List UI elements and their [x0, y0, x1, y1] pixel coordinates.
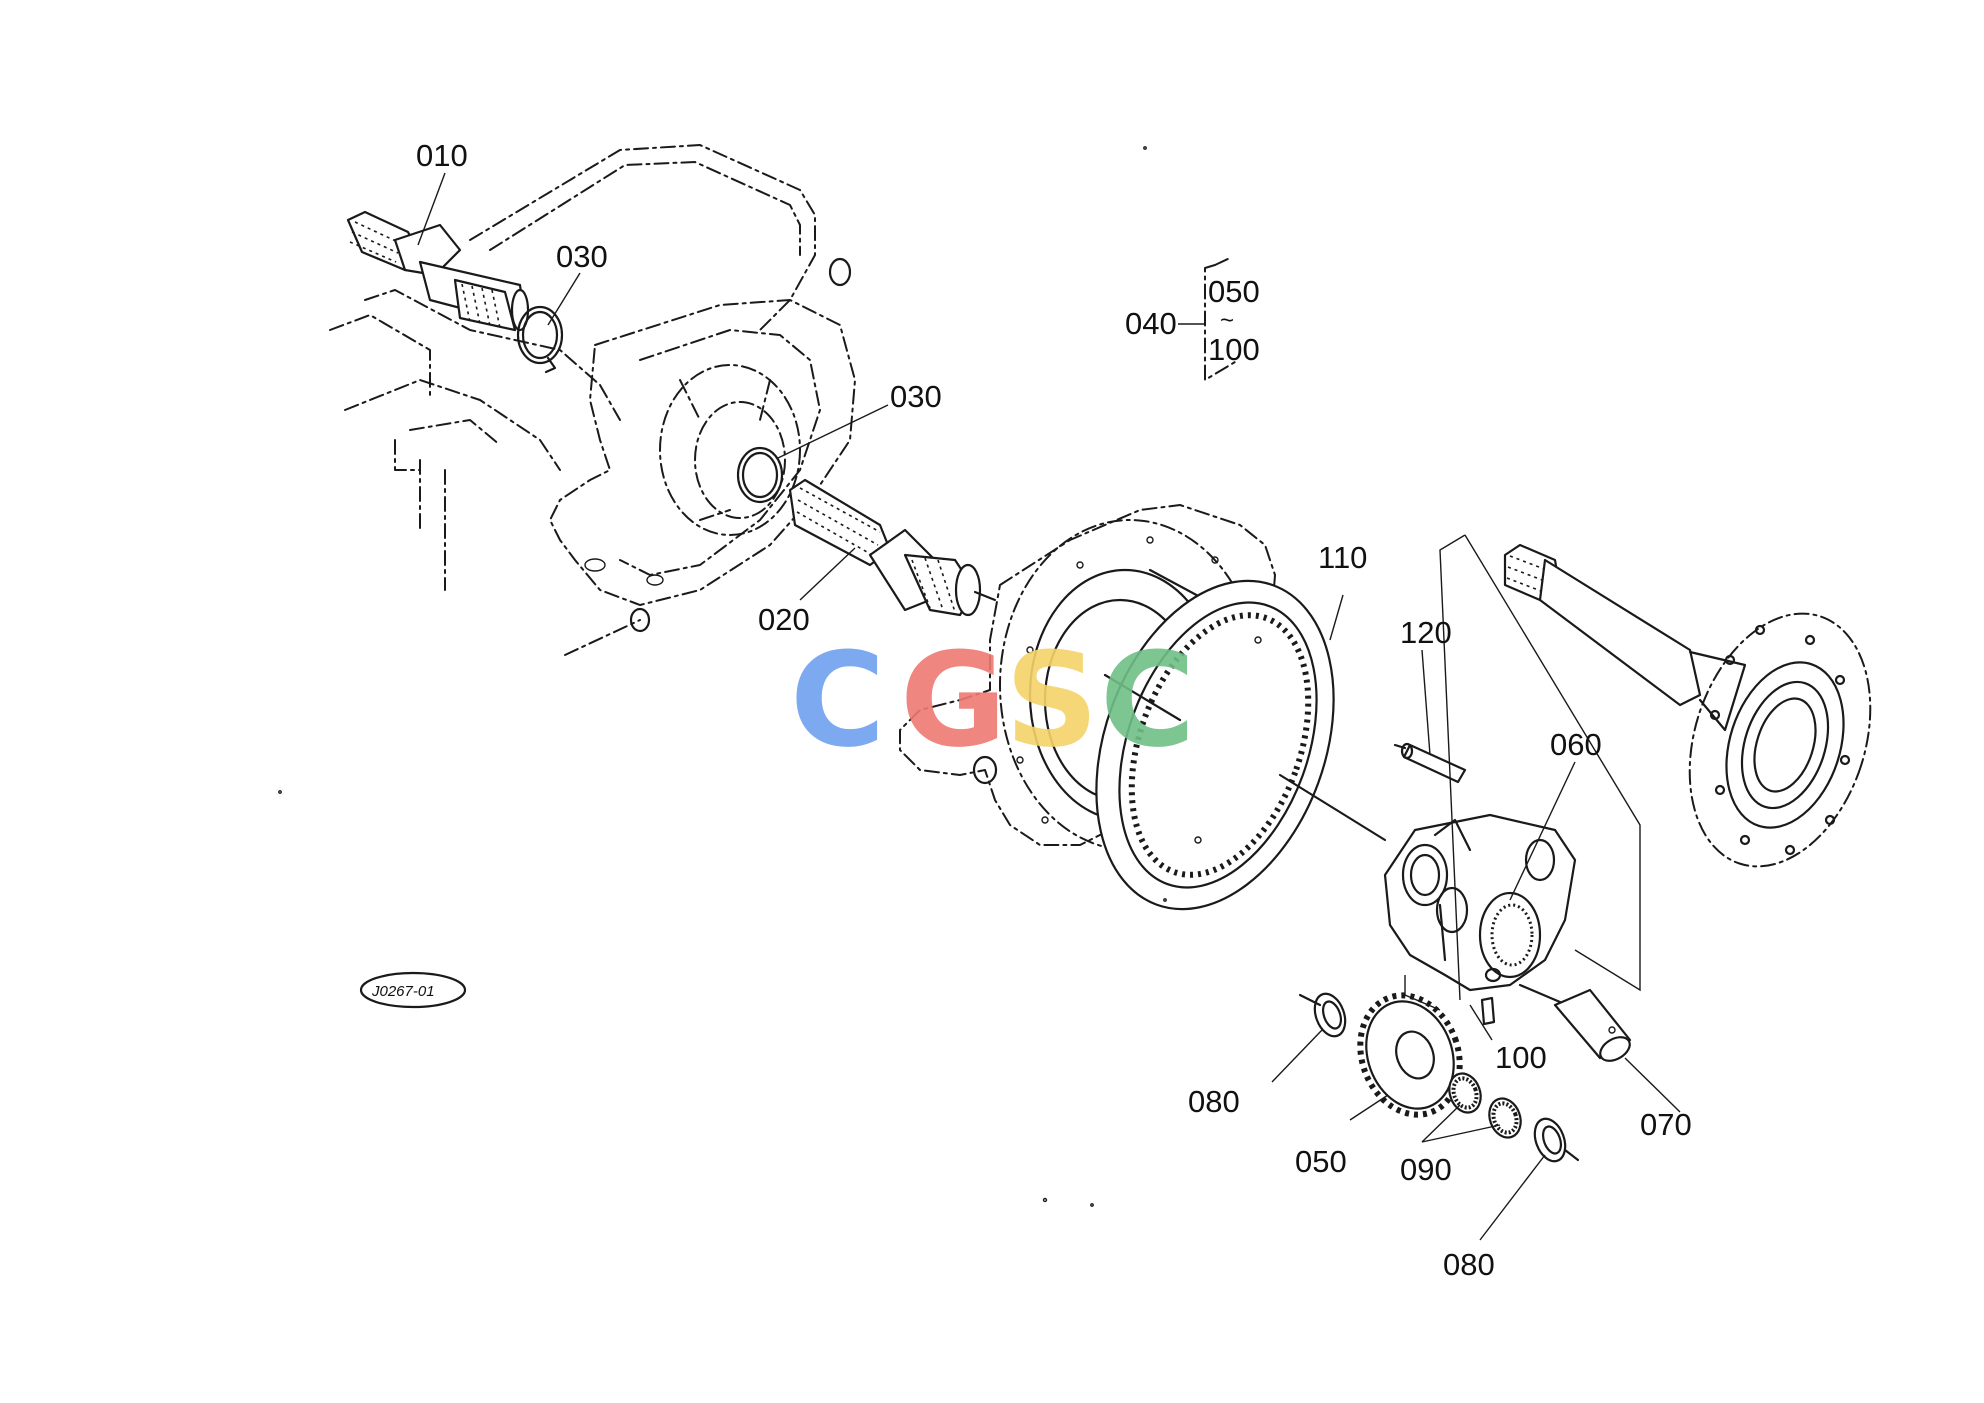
label-120: 120 — [1400, 615, 1452, 650]
watermark-letter-1: C — [790, 624, 885, 776]
label-040: 040 — [1125, 306, 1177, 341]
pin-070 — [1518, 983, 1632, 1062]
label-assembly-to: 100 — [1208, 332, 1260, 367]
label-050: 050 — [1295, 1144, 1347, 1179]
watermark-letter-4: C — [1100, 624, 1195, 776]
snap-ring-030-upper — [516, 305, 564, 374]
label-030-upper: 030 — [556, 239, 608, 274]
bearing-090-b — [1488, 1097, 1522, 1139]
scan-specks — [278, 146, 1167, 1207]
diagram-code-badge: J0267-01 — [359, 971, 467, 1009]
label-080-lower: 080 — [1443, 1247, 1495, 1282]
label-010: 010 — [416, 138, 468, 173]
cover-plate — [549, 299, 856, 656]
snap-ring-030-lower — [736, 446, 784, 504]
label-080-upper: 080 — [1188, 1084, 1240, 1119]
diagram-code: J0267-01 — [371, 983, 435, 1000]
label-assembly-from: 050 — [1208, 274, 1260, 309]
assembly-axis-lines — [1103, 534, 1641, 1011]
shaft-020 — [788, 478, 997, 617]
pin-100 — [1480, 996, 1496, 1026]
label-100: 100 — [1495, 1040, 1547, 1075]
washer-080-lower — [1533, 1117, 1580, 1163]
watermark: C G S C — [790, 624, 1195, 776]
leader-lines — [417, 172, 1681, 1241]
carrier-060 — [1383, 813, 1577, 992]
assembly-bracket-040: 040 050 ~ 100 — [1125, 257, 1260, 381]
label-030-lower: 030 — [890, 379, 942, 414]
label-070: 070 — [1640, 1107, 1692, 1142]
watermark-letter-3: S — [1005, 624, 1099, 776]
planet-gear-050 — [1357, 992, 1463, 1118]
part-labels: 010 030 030 020 110 120 060 100 080 050 … — [416, 138, 1692, 1282]
label-060: 060 — [1550, 727, 1602, 762]
label-090: 090 — [1400, 1152, 1452, 1187]
watermark-letter-2: G — [900, 624, 1007, 776]
washer-080-upper — [1298, 992, 1347, 1038]
shaft-010 — [346, 210, 530, 332]
transmission-case — [329, 144, 852, 591]
label-020: 020 — [758, 602, 810, 637]
output-shaft — [1503, 543, 1872, 868]
label-assembly-tilde: ~ — [1220, 307, 1234, 334]
bearing-090-a — [1448, 1072, 1482, 1114]
ring-gear-110 — [1095, 579, 1335, 911]
label-110: 110 — [1318, 540, 1367, 575]
